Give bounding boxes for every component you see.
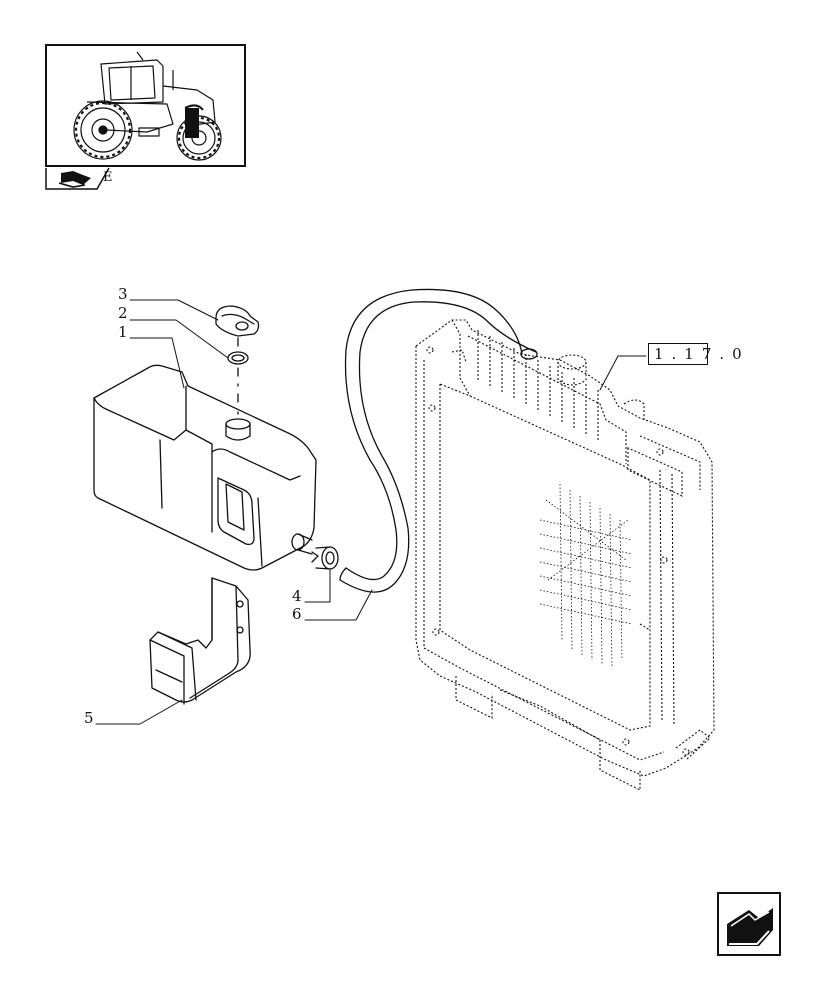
tractor-thumbnail-icon bbox=[73, 51, 222, 161]
thumbnail-tag-code: E bbox=[103, 170, 113, 185]
leader-lines bbox=[95, 299, 647, 725]
part-label-6: 6 bbox=[292, 605, 302, 623]
part-label-2: 2 bbox=[118, 304, 128, 322]
expansion-tank bbox=[93, 364, 317, 571]
part-label-5: 5 bbox=[84, 709, 94, 727]
tank-cap bbox=[215, 305, 260, 337]
part-label-4: 4 bbox=[292, 587, 302, 605]
tank-bracket bbox=[149, 577, 251, 705]
previous-page-arrow-icon bbox=[727, 908, 773, 946]
hose-clamp bbox=[311, 546, 339, 570]
book-tag bbox=[45, 167, 110, 190]
book-arrow-icon bbox=[58, 171, 91, 188]
coolant-hose bbox=[339, 288, 538, 593]
radiator-reference bbox=[415, 319, 715, 791]
part-label-3: 3 bbox=[118, 285, 128, 303]
part-label-1: 1 bbox=[118, 323, 128, 341]
tractor-thumbnail bbox=[45, 44, 246, 167]
o-ring bbox=[227, 351, 249, 365]
radiator-core-hatching bbox=[539, 483, 633, 669]
previous-page-button[interactable] bbox=[717, 892, 781, 956]
reference-box bbox=[648, 343, 708, 365]
reference-code[interactable]: 1.17.0 bbox=[654, 345, 750, 363]
